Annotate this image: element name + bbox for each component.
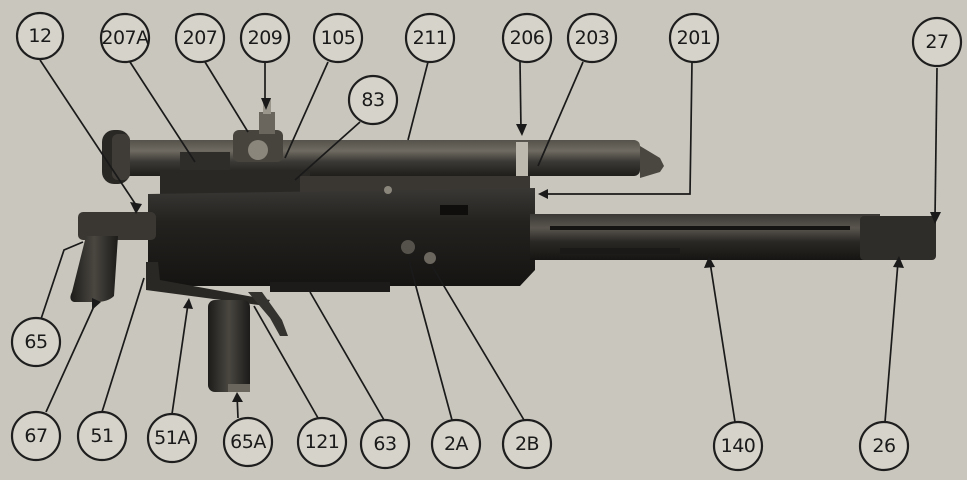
callout-207: 207 bbox=[174, 12, 226, 64]
callout-2a-label: 2A bbox=[444, 433, 469, 455]
callout-201: 201 bbox=[668, 12, 720, 64]
callout-12: 12 bbox=[15, 11, 65, 61]
callout-65-label: 65 bbox=[24, 331, 47, 353]
callout-203-label: 203 bbox=[575, 27, 610, 49]
callout-51a: 51A bbox=[146, 412, 198, 464]
leader-lines bbox=[39, 59, 938, 423]
callout-67: 67 bbox=[10, 410, 62, 462]
weapon-illustration bbox=[70, 98, 936, 392]
callout-209-label: 209 bbox=[248, 27, 283, 49]
rear-grip bbox=[70, 212, 156, 302]
callout-211: 211 bbox=[404, 12, 456, 64]
callout-51-label: 51 bbox=[90, 425, 113, 447]
callout-51a-label: 51A bbox=[154, 427, 190, 449]
callout-207a-label: 207A bbox=[101, 27, 149, 49]
callout-121: 121 bbox=[296, 416, 348, 468]
callout-26: 26 bbox=[858, 420, 910, 472]
callout-63: 63 bbox=[359, 418, 411, 470]
callout-209: 209 bbox=[239, 12, 291, 64]
callout-51: 51 bbox=[76, 410, 128, 462]
callout-83-label: 83 bbox=[361, 89, 384, 111]
callout-27: 27 bbox=[911, 16, 963, 68]
receiver bbox=[148, 170, 535, 292]
callout-140: 140 bbox=[712, 420, 764, 472]
callout-63-label: 63 bbox=[373, 433, 396, 455]
callout-105: 105 bbox=[312, 12, 364, 64]
callout-207-label: 207 bbox=[183, 27, 218, 49]
trigger-assembly bbox=[146, 262, 288, 336]
callout-140-label: 140 bbox=[721, 435, 756, 457]
callout-65: 65 bbox=[10, 316, 62, 368]
callout-201-label: 201 bbox=[677, 27, 712, 49]
callout-65a: 65A bbox=[222, 416, 274, 468]
callout-2b: 2B bbox=[501, 418, 553, 470]
callout-105-label: 105 bbox=[321, 27, 356, 49]
callout-2a: 2A bbox=[430, 418, 482, 470]
callout-207a: 207A bbox=[99, 12, 151, 64]
callout-12-label: 12 bbox=[28, 25, 51, 47]
callout-203: 203 bbox=[566, 12, 618, 64]
callout-206: 206 bbox=[501, 12, 553, 64]
callout-121-label: 121 bbox=[305, 431, 340, 453]
front-grip bbox=[208, 300, 250, 392]
callout-65a-label: 65A bbox=[230, 431, 266, 453]
callout-27-label: 27 bbox=[925, 31, 948, 53]
callout-211-label: 211 bbox=[413, 27, 448, 49]
callout-2b-label: 2B bbox=[515, 433, 539, 455]
callout-83: 83 bbox=[347, 74, 399, 126]
callouts: 12 207A 207 209 105 211 206 203 201 27 8… bbox=[10, 11, 963, 472]
callout-26-label: 26 bbox=[872, 435, 895, 457]
callout-206-label: 206 bbox=[510, 27, 545, 49]
callout-67-label: 67 bbox=[24, 425, 47, 447]
barrel bbox=[530, 214, 936, 260]
leader-arrowheads bbox=[92, 98, 941, 402]
